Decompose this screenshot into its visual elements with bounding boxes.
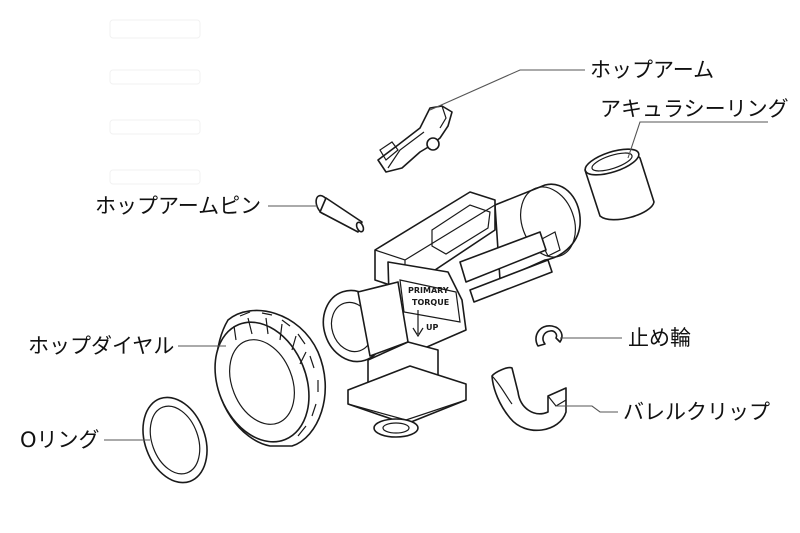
leader-hop-arm bbox=[429, 69, 585, 111]
o-ring-part bbox=[142, 396, 208, 484]
leader-accuracy-seal-ring bbox=[627, 121, 768, 159]
hop-dial-part bbox=[214, 309, 327, 447]
arrow-down-icon bbox=[412, 310, 424, 338]
hop-arm-label: ホップアーム bbox=[590, 58, 715, 82]
stop-ring-label: 止め輪 bbox=[628, 326, 691, 350]
chamber-stamp-line2: TORQUE bbox=[412, 298, 449, 307]
background-watermark bbox=[109, 19, 201, 185]
hop-arm-pin-part bbox=[315, 194, 365, 233]
hop-dial-label: ホップダイヤル bbox=[28, 334, 175, 358]
barrel-clip-label: バレルクリップ bbox=[623, 400, 770, 424]
hop-arm-pin-label: ホップアームピン bbox=[95, 194, 262, 218]
leader-barrel-clip bbox=[556, 405, 618, 413]
stop-ring-part bbox=[535, 325, 563, 347]
hop-chamber-body: PRIMARY TORQUE UP bbox=[322, 183, 581, 438]
accuracy-seal-ring-part bbox=[584, 148, 655, 221]
hop-arm-part bbox=[377, 105, 453, 173]
barrel-clip-part bbox=[491, 366, 567, 432]
o-ring-label: Oリング bbox=[20, 428, 100, 452]
accuracy-seal-ring-label: アキュラシーリング bbox=[600, 97, 789, 121]
chamber-stamp-line1: PRIMARY bbox=[408, 286, 449, 295]
chamber-stamp-line3: UP bbox=[426, 323, 438, 332]
leader-lines bbox=[104, 69, 768, 441]
